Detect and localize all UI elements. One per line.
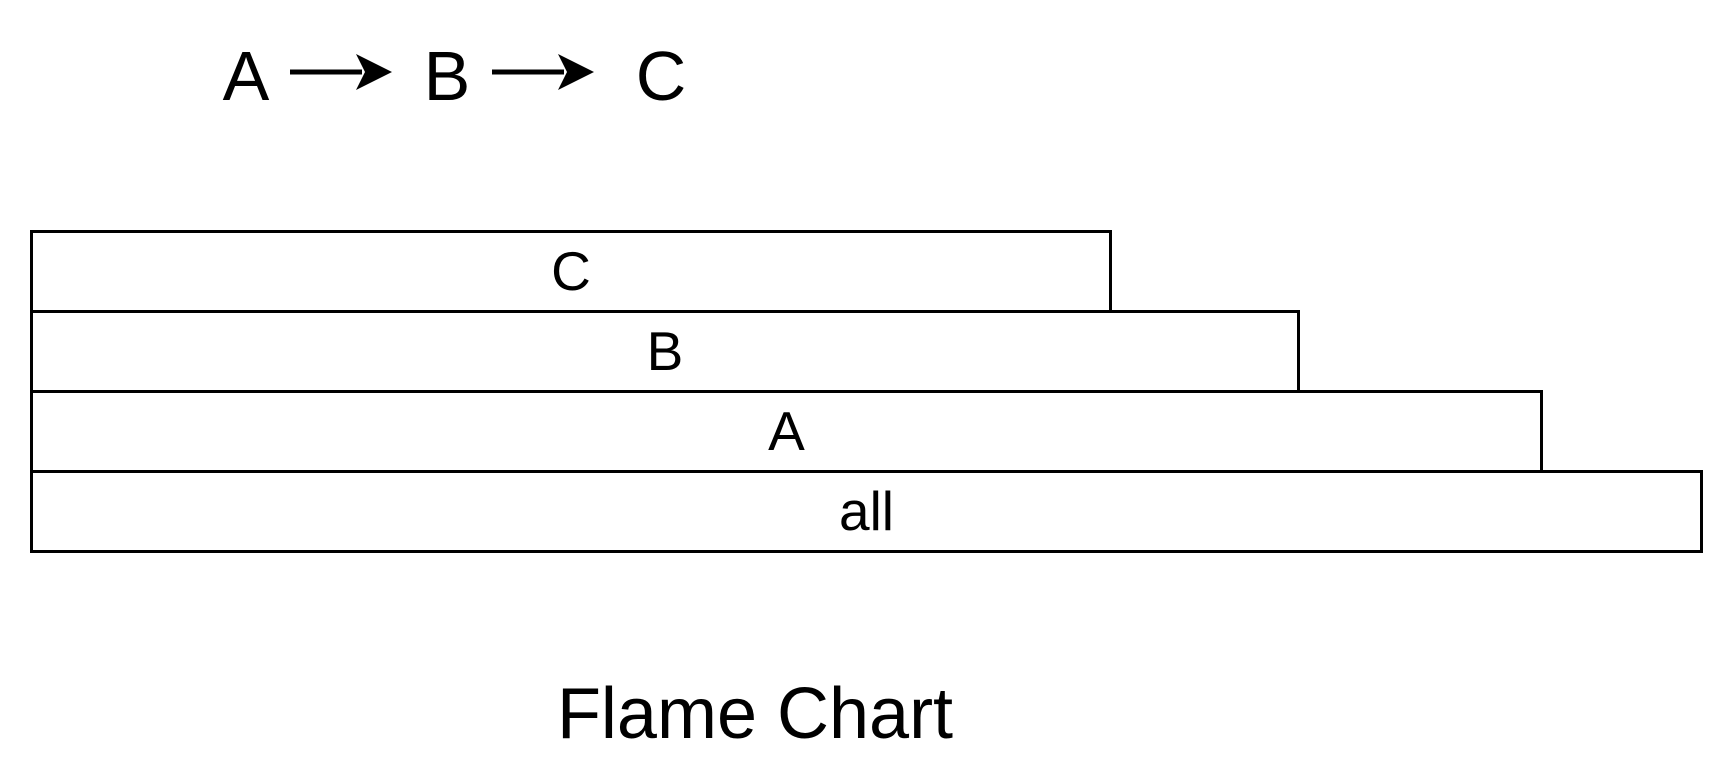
- flame-bar-c: C: [30, 230, 1112, 313]
- figure-title: Flame Chart: [556, 674, 954, 754]
- flow-node-a: A: [222, 37, 270, 115]
- flame-bar-label-all: all: [838, 480, 895, 542]
- flame-bar-a: A: [30, 390, 1543, 473]
- flame-bar-label-a: A: [768, 400, 805, 462]
- flame-bar-all: all: [30, 470, 1703, 553]
- right-arrow-icon: [290, 54, 392, 90]
- flow-node-b: B: [423, 37, 471, 115]
- flow-node-c: C: [635, 37, 687, 115]
- flame-bar-label-c: C: [551, 240, 591, 302]
- flame-bar-label-b: B: [646, 320, 684, 382]
- flame-bar-b: B: [30, 310, 1300, 393]
- right-arrow-icon: [492, 54, 594, 90]
